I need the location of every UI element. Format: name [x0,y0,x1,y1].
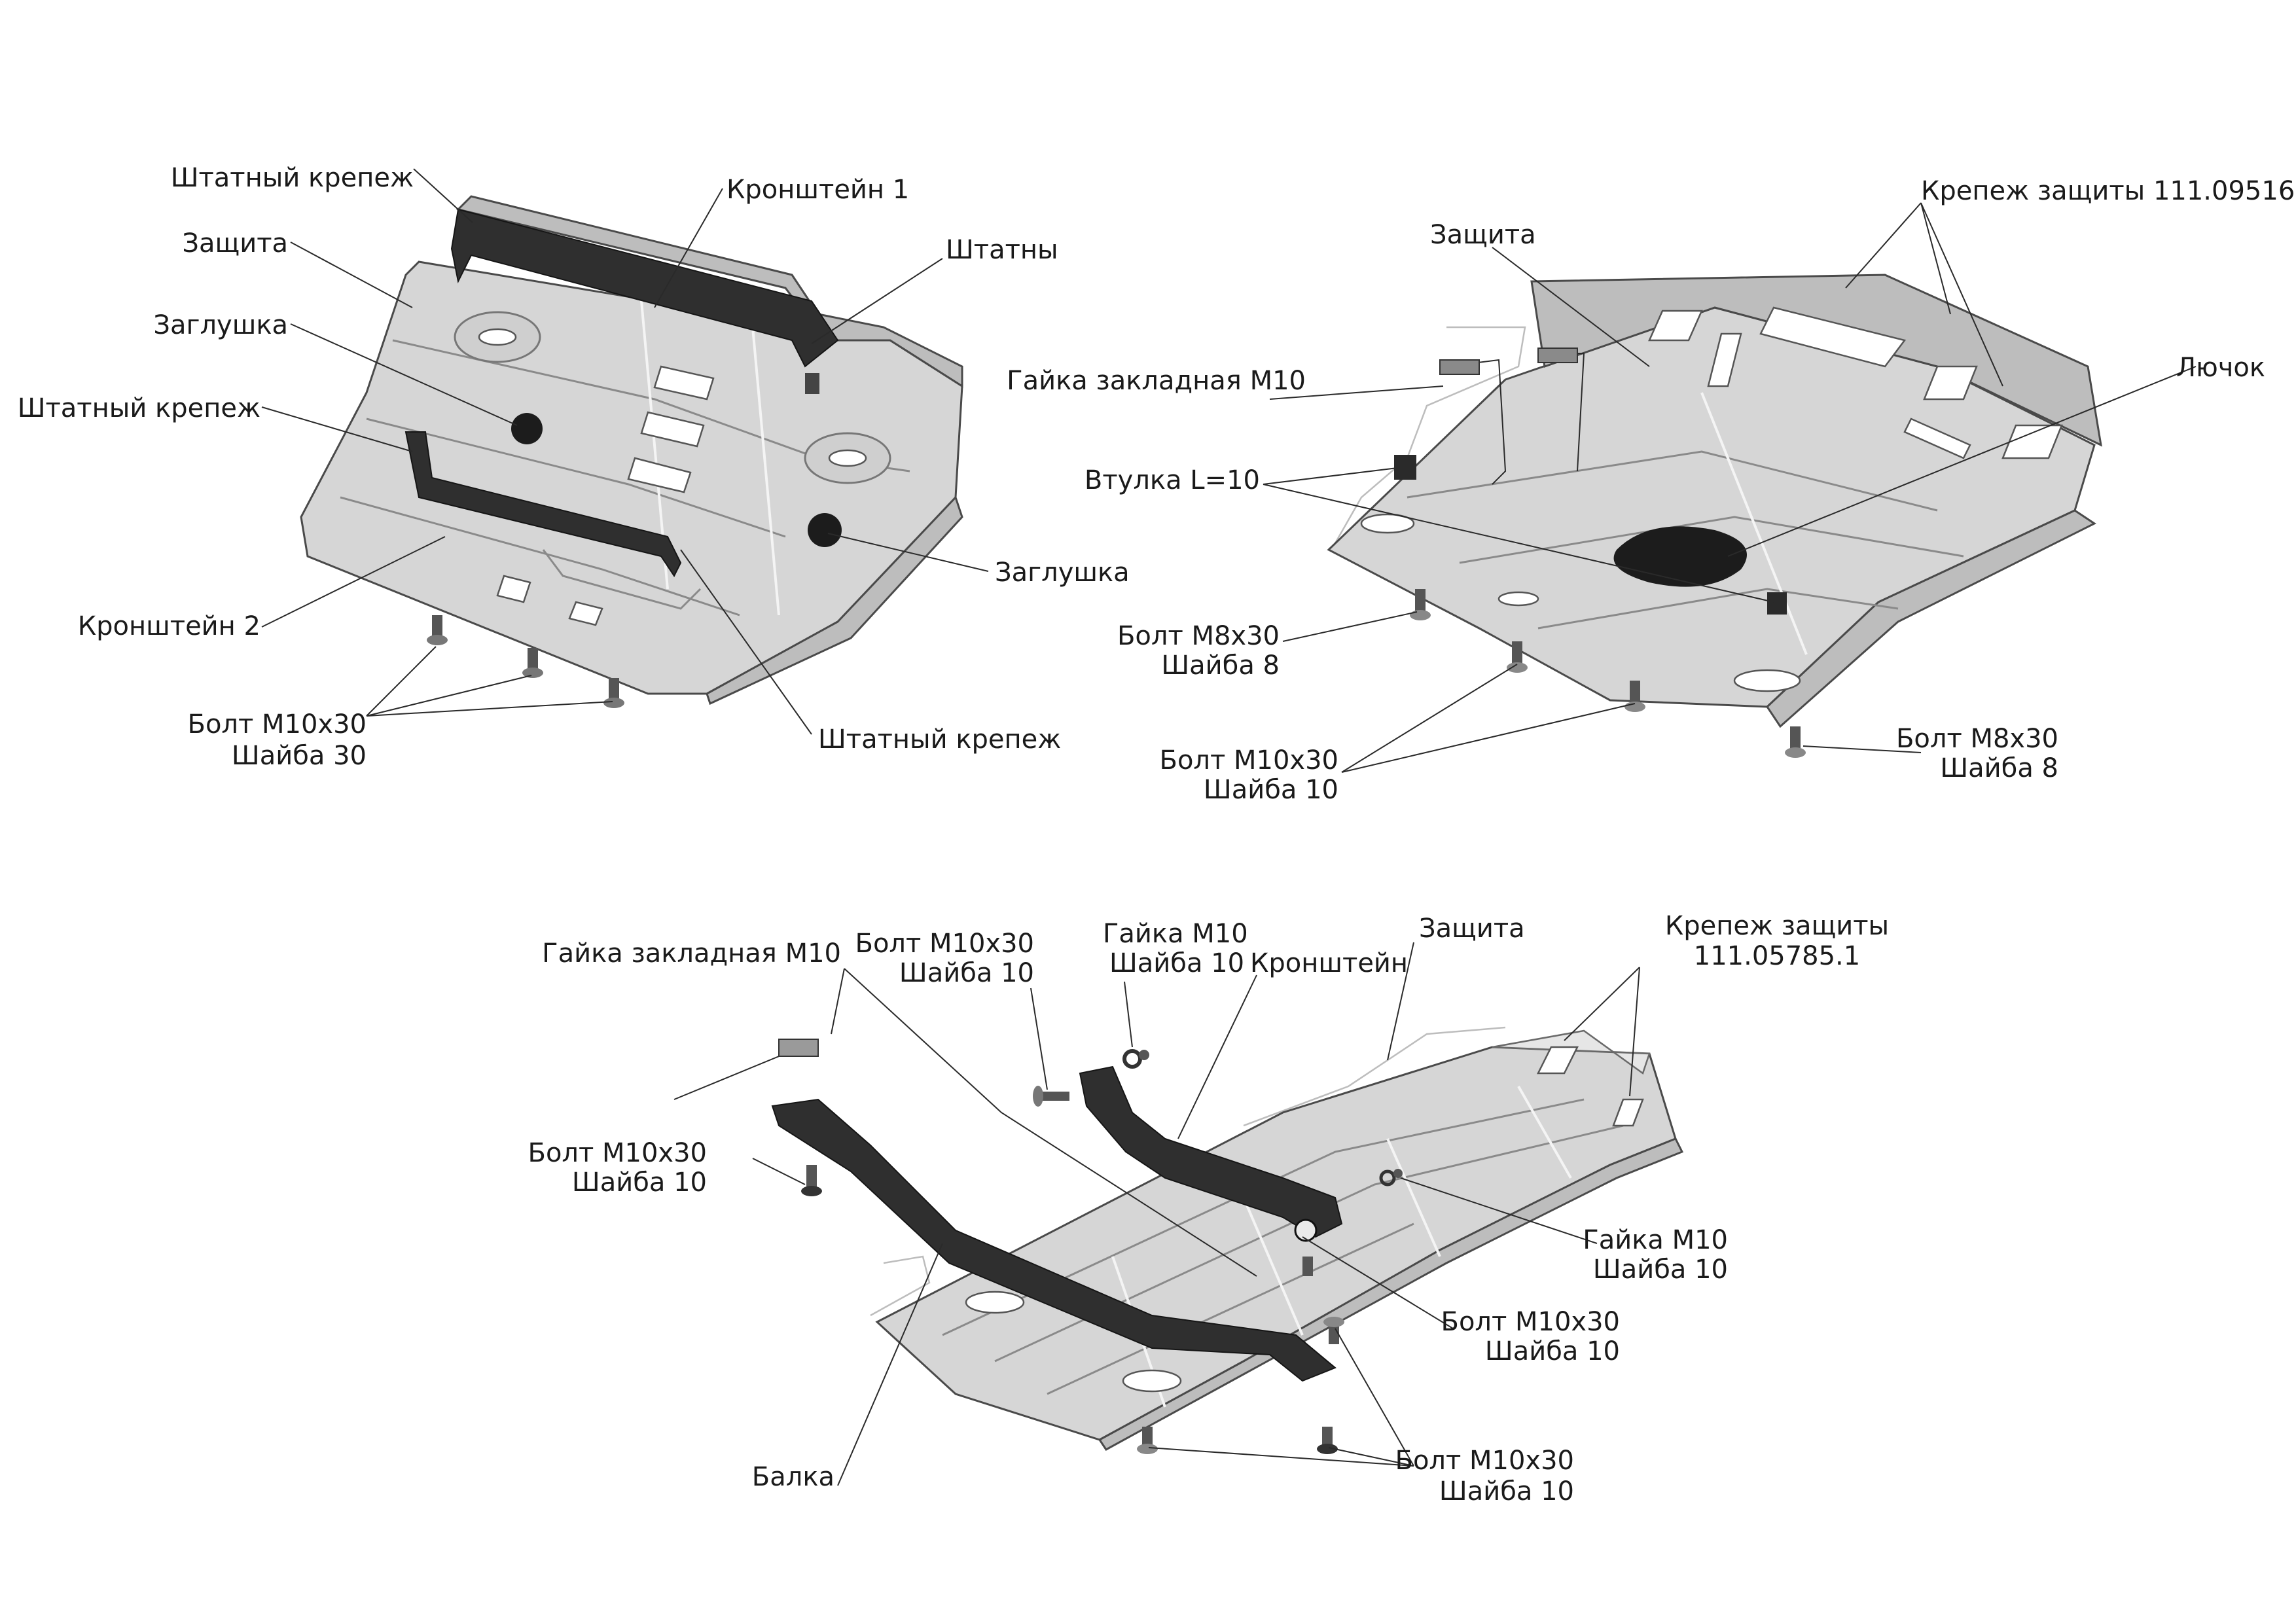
d3-label-bolt-mid-1: Болт М10x30 [1441,1307,1620,1337]
d3-label-gaika-m10-top-2: Шайба 10 [1109,948,1244,978]
leaders-1 [261,168,989,735]
plug-left [511,413,543,444]
bolt-3-left [801,1165,822,1196]
d1-label-shtatny-bottom: Штатный крепеж [818,724,1061,755]
d3-label-bolt-top-1: Болт М10x30 [855,929,1034,959]
bolt-3-bottom-b [1317,1427,1338,1454]
d1-label-zaglushka-left: Заглушка [153,310,288,340]
d2-label-bolt-m8-right-2: Шайба 8 [1940,753,2058,783]
d3-label-bolt-bottom-1: Болт М10x30 [1395,1446,1574,1476]
d2-label-bolt-m10-1: Болт М10x30 [1160,745,1338,776]
d3-label-zashchita: Защита [1419,914,1525,944]
d3-label-kronshtein: Кронштейн [1250,948,1408,978]
d3-label-gaika-m10-right-1: Гайка М10 [1583,1225,1728,1255]
d3-label-balka: Балка [752,1462,834,1492]
bolt-3-mid [1302,1257,1313,1276]
d2-label-bolt-m8-left-2: Шайба 8 [1161,651,1280,681]
d3-label-krepezh-1: Крепеж защиты [1665,911,1889,941]
d3-label-krepezh-2: 111.05785.1 [1694,941,1860,971]
bolt-1c [603,678,624,708]
d2-label-bolt-m10-2: Шайба 10 [1204,775,1338,805]
bolt-2d [1785,726,1806,758]
hatch-opening [1613,526,1747,587]
d1-label-bolt-line1: Болт М10x30 [188,709,367,740]
d3-label-bolt-left-1: Болт М10x30 [528,1138,707,1168]
d3-label-bolt-top-2: Шайба 10 [899,958,1034,988]
d2-label-vtulka: Втулка L=10 [1085,465,1260,495]
d3-label-bolt-bottom-2: Шайба 10 [1439,1476,1574,1507]
d1-label-bolt-line2: Шайба 30 [232,741,367,771]
bolt-3-top [1033,1086,1069,1107]
d3-label-gaika-m10-top-1: Гайка М10 [1103,919,1248,949]
beam [771,1098,1336,1382]
bolt-3-bottom-c [1323,1317,1344,1344]
bolt-1b [522,648,543,678]
diagram-3-fuel-tank-guard: Гайка закладная М10 Болт М10x30 Шайба 10… [528,911,1890,1507]
nut-3-right [1379,1169,1403,1186]
fasteners-group-3 [801,1049,1403,1454]
bracket-2 [404,431,682,577]
weld-nut-3 [673,1039,819,1100]
d3-label-bolt-left-2: Шайба 10 [572,1168,707,1198]
bolts-group-1 [427,615,624,708]
weld-nut-2 [1439,348,1585,485]
d2-label-luchok: Лючок [2176,353,2265,383]
d2-label-bolt-m8-right-1: Болт М8x30 [1896,724,2058,754]
d1-label-kronshtein-2: Кронштейн 2 [78,611,260,641]
bolt-2b [1507,641,1528,673]
leaders-3 [752,942,1640,1486]
d3-label-gaika-m10-right-2: Шайба 10 [1593,1255,1728,1285]
bolt-3-bottom-a [1137,1427,1158,1454]
d1-label-shtatny-left: Штатный крепеж [18,393,260,423]
plug-right [808,513,842,547]
leaders-2 [1263,202,2197,773]
diagram-1-engine-guard: Штатный крепеж Защита Заглушка Штатный к… [18,163,1130,771]
d2-label-krepezh: Крепеж защиты 111.09516.1 [1921,176,2296,206]
guard-plate-3 [870,1026,1684,1451]
bolt-1a [427,615,448,645]
d1-label-kronshtein-1: Кронштейн 1 [726,175,909,205]
d2-label-bolt-m8-left-1: Болт М8x30 [1117,621,1280,651]
bracket-3 [1079,1065,1343,1242]
d1-label-shtatny-top: Штатный крепеж [171,163,414,193]
d2-label-zashchita: Защита [1430,220,1536,250]
d3-label-bolt-mid-2: Шайба 10 [1485,1336,1620,1366]
guard-plate-2 [1327,274,2102,728]
diagram-2-transmission-guard: Защита Крепеж защиты 111.09516.1 Гайка з… [1007,176,2296,805]
d1-label-shtatny-right: Штатны [946,235,1058,265]
nut-3-top [1122,1049,1149,1069]
d1-label-zaglushka-right: Заглушка [995,558,1130,588]
d1-label-zashchita: Защита [182,228,288,259]
bracket-1 [450,208,839,394]
d2-label-gaika: Гайка закладная М10 [1007,366,1306,396]
bolts-group-2 [1410,589,1806,758]
d3-label-gaika-zakladnaya: Гайка закладная М10 [542,938,841,969]
bushing-2 [1394,455,1787,615]
